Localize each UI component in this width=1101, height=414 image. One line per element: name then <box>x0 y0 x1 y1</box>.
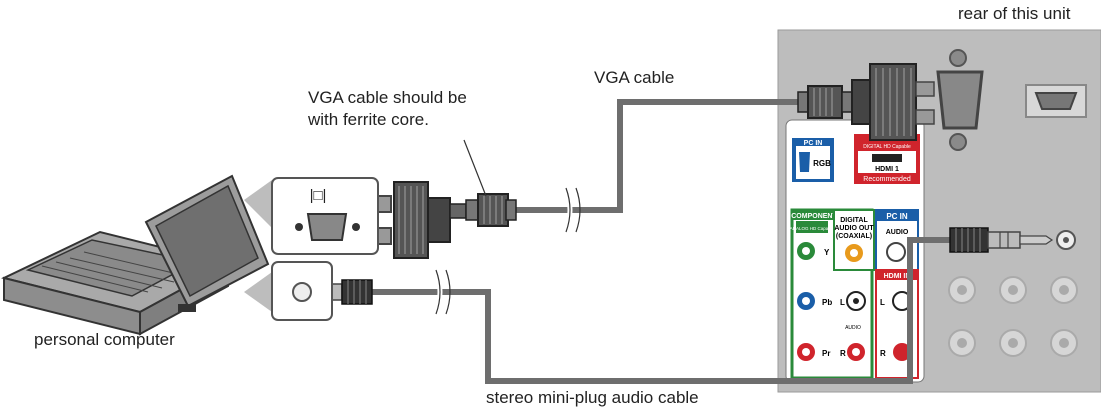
vga-plug-tv <box>797 63 935 141</box>
extra-rca-jacks <box>948 276 1078 357</box>
hdmi-l-label: L <box>880 298 885 307</box>
pb-label: Pb <box>822 298 832 307</box>
ferrite-core <box>465 193 517 227</box>
laptop-illustration <box>1 174 270 336</box>
digital-audio-out-box: DIGITAL AUDIO OUT (COAXIAL) <box>833 209 875 271</box>
r-label: R <box>840 349 846 358</box>
audio-label: AUDIO <box>886 229 909 236</box>
digital-audio-label-1: DIGITAL <box>840 217 868 224</box>
hdmi-r-label: R <box>880 349 886 358</box>
audio-cable <box>372 237 952 384</box>
audio-plug-tv <box>949 227 1076 253</box>
monitor-symbol: |□| <box>310 187 327 204</box>
analog-hd-label: ANALOG HD Capable <box>790 226 835 231</box>
vga-plug-computer <box>376 181 467 259</box>
l-label: L <box>840 298 845 307</box>
pc-audio-port <box>292 282 312 302</box>
hdmi1-label: HDMI 1 <box>875 166 899 173</box>
pr-label: Pr <box>822 349 830 358</box>
tv-rear-panel: PC IN RGB HDMI IN DIGITAL HD Capable HDM… <box>777 29 1101 393</box>
mount-screw-bottom <box>949 133 967 151</box>
hdmi-in-2-label: HDMI IN <box>884 273 911 280</box>
label-audio-cable: stereo mini-plug audio cable <box>486 388 699 407</box>
audio-cable-break <box>433 269 451 315</box>
pc-in-audio-label: PC IN <box>886 212 908 221</box>
y-label: Y <box>824 248 830 257</box>
digital-hd-label: DIGITAL HD Capable <box>863 144 911 150</box>
tv-vga-port <box>936 70 984 130</box>
component-box: COMPONENT ANALOG HD Capable Y Pb Pr L AU… <box>790 208 874 380</box>
pc-in-rgb-box: PC IN RGB <box>792 138 834 182</box>
digital-audio-label-2: AUDIO OUT <box>834 225 874 232</box>
vga-cable <box>512 99 790 213</box>
mount-screw-top <box>949 49 967 67</box>
label-rear-of-unit: rear of this unit <box>958 4 1071 23</box>
label-ferrite-note-line2: with ferrite core. <box>308 110 429 129</box>
pc-port-callouts: |□| <box>244 177 379 321</box>
recommended-label: Recommended <box>863 176 911 183</box>
component-label: COMPONENT <box>791 213 837 220</box>
label-personal-computer: personal computer <box>34 330 175 349</box>
vga-cable-break <box>563 187 581 233</box>
pc-vga-port <box>306 213 348 241</box>
audio-small-label: AUDIO <box>845 325 861 331</box>
jack-pc-audio <box>886 242 906 262</box>
digital-audio-label-3: (COAXIAL) <box>836 233 872 240</box>
jack-hdmi-r <box>893 343 911 361</box>
ferrite-pointer <box>463 139 487 197</box>
rgb-label: RGB <box>813 159 831 168</box>
label-vga-cable: VGA cable <box>594 68 675 87</box>
pc-in-label: PC IN <box>804 140 823 147</box>
label-ferrite-note-line1: VGA cable should be <box>308 88 467 107</box>
hdmi-in-box: HDMI IN DIGITAL HD Capable HDMI 1 Recomm… <box>854 134 920 184</box>
